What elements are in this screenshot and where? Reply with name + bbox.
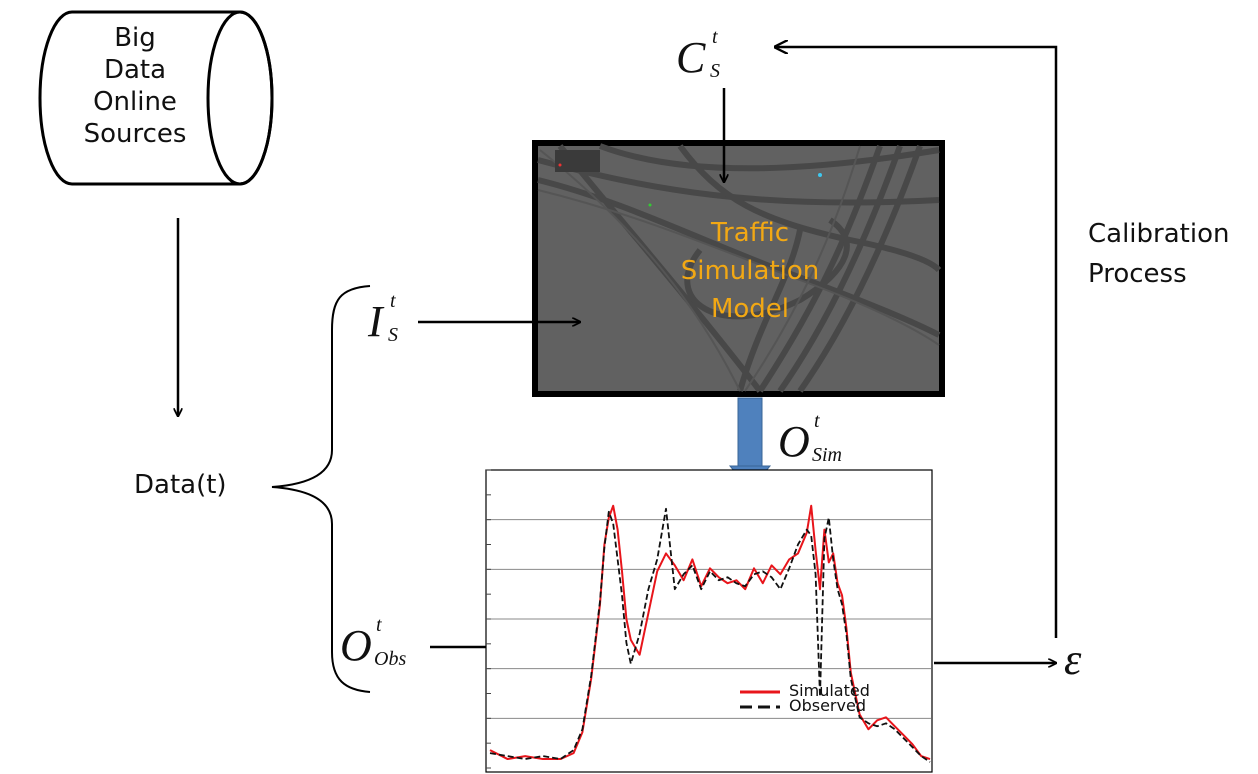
calibration-process-label-line: Calibration xyxy=(1088,219,1230,249)
data-source-cylinder xyxy=(38,10,274,186)
simulation-model-label: Traffic Simulation Model xyxy=(650,214,850,328)
symbol-subscript: S xyxy=(388,324,398,346)
symbol-superscript: t xyxy=(814,410,820,432)
symbol-c-s: C t S xyxy=(676,26,720,82)
data-source-label-line: Online xyxy=(93,87,177,117)
calibration-process-label: Calibration Process xyxy=(1088,214,1229,294)
symbol-base: C xyxy=(676,33,706,82)
symbol-o-obs: O t Obs xyxy=(340,614,406,670)
symbol-base: I xyxy=(368,297,383,346)
simulation-model-label-line: Traffic xyxy=(710,218,790,248)
data-source-label-line: Big xyxy=(114,23,156,53)
symbol-i-s: I t S xyxy=(368,290,398,346)
symbol-superscript: t xyxy=(376,614,382,636)
data-time-label: Data(t) xyxy=(134,470,227,500)
calibration-process-label-line: Process xyxy=(1088,259,1187,289)
data-source-label-line: Data xyxy=(103,55,167,85)
data-brace xyxy=(271,285,371,693)
simulation-model-label-line: Model xyxy=(710,294,790,324)
legend-label-observed: Observed xyxy=(789,696,866,715)
data-source-label-line: Sources xyxy=(83,119,187,149)
simulation-model-box xyxy=(532,140,945,397)
symbol-superscript: t xyxy=(390,290,396,312)
calibration-feedback-arrow xyxy=(775,47,1058,638)
symbol-subscript: Sim xyxy=(812,444,842,466)
data-source-label: Big Data Online Sources xyxy=(75,22,195,150)
symbol-epsilon: ε xyxy=(1064,635,1082,684)
symbol-base: O xyxy=(778,417,810,466)
symbol-base: O xyxy=(340,621,372,670)
simulation-model-label-line: Simulation xyxy=(680,256,820,286)
symbol-o-sim: O t Sim xyxy=(778,410,842,466)
comparison-chart xyxy=(485,469,933,773)
series-line-observed xyxy=(489,507,931,763)
chart-frame xyxy=(485,469,933,773)
symbol-subscript: Obs xyxy=(374,648,407,670)
legend-label-simulated: Simulated xyxy=(789,681,870,700)
symbol-subscript: S xyxy=(710,60,720,82)
symbol-superscript: t xyxy=(712,26,718,48)
